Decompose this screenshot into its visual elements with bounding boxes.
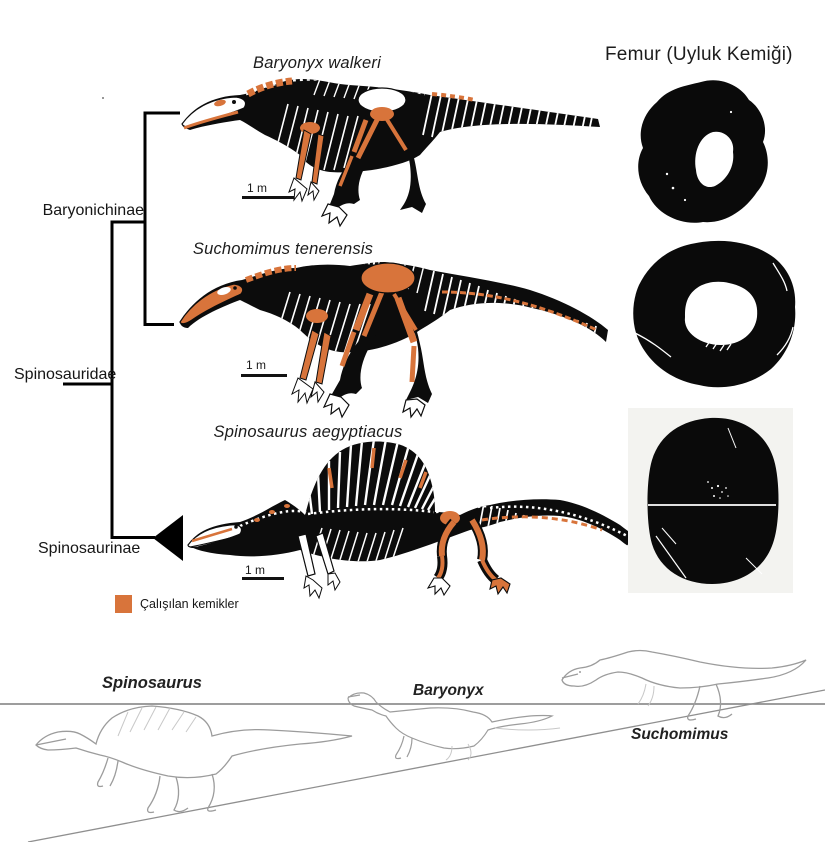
baryonyx-studied-bones	[246, 77, 476, 187]
suchomimus-near-leg	[331, 290, 383, 401]
suchomimus-skeleton-illustration	[179, 262, 608, 419]
suchomimus-ilium	[360, 262, 416, 294]
ground-slope-line	[27, 689, 825, 842]
baryonyx-near-foot	[320, 203, 348, 228]
size-comparison-panel	[0, 649, 825, 842]
femur-cross-section-suchomimus	[633, 240, 796, 388]
baryonyx-sketch	[347, 692, 561, 761]
suchomimus-eye	[233, 286, 237, 290]
spinosaurus-body-and-sail	[188, 441, 658, 562]
suchomimus-arm-1	[299, 329, 320, 381]
clade-label-baryonichinae: Baryonichinae	[42, 202, 144, 219]
scale-bar-2	[241, 374, 287, 377]
baryonyx-arm-2	[311, 133, 325, 185]
femur2-cracks	[634, 262, 794, 358]
species-title-suchomimus: Suchomimus tenerensis	[192, 240, 374, 258]
baryonyx-skull-patch	[214, 99, 226, 107]
spinosaurus-hind-legs	[433, 517, 500, 584]
sketch-label-spinosaurus: Spinosaurus	[102, 674, 202, 692]
baryonyx-arm-1	[295, 129, 312, 181]
scale-bar-1	[242, 196, 295, 199]
scale-bar-label-3: 1 m	[245, 563, 266, 577]
spinosaurus-jaw-line	[189, 535, 239, 548]
femur-cross-section-baryonyx	[638, 80, 768, 223]
suchomimus-near-foot	[322, 393, 350, 419]
suchomimus-skull-patch	[217, 287, 231, 295]
baryonyx-eye	[232, 100, 236, 104]
spinosaurus-sketch	[35, 705, 353, 814]
species-title-spinosaurus: Spinosaurus aegyptiacus	[213, 423, 403, 441]
suchomimus-body	[180, 262, 608, 353]
legend-label-studied-bones: Çalışılan kemikler	[140, 597, 239, 611]
suchomimus-arm-2	[315, 331, 332, 385]
baryonyx-jaw-highlight	[183, 110, 239, 130]
baryonyx-far-leg	[385, 116, 426, 213]
femur-section-title: Femur (Uyluk Kemiği)	[605, 44, 793, 65]
suchomimus-far-leg	[394, 292, 432, 403]
sketch-label-suchomimus: Suchomimus	[631, 726, 729, 743]
suchomimus-claws	[291, 377, 325, 405]
suchomimus-sketch	[561, 649, 807, 721]
suchomimus-far-foot	[402, 398, 426, 419]
suchomimus-studied-bones	[244, 265, 598, 383]
femur1-medullary-cavity	[695, 131, 734, 188]
spinosaurus-skull-stripe	[191, 527, 233, 543]
scale-bar-3	[242, 577, 284, 580]
sketch-label-baryonyx: Baryonyx	[413, 682, 484, 699]
femur3-bone	[647, 417, 779, 584]
femur-cross-section-spinosaurus	[628, 408, 793, 593]
spinosaurus-near-foot	[426, 577, 451, 597]
suchomimus-skull	[179, 283, 244, 325]
femur1-highlights	[665, 110, 733, 202]
femur2-medullary-cavity	[684, 281, 758, 345]
femur3-speckles	[707, 481, 729, 499]
stray-dot	[102, 97, 104, 99]
clade-label-spinosauridae: Spinosauridae	[14, 366, 117, 383]
clade-label-spinosaurinae: Spinosaurinae	[38, 540, 141, 557]
baryonyx-skeleton-illustration	[181, 77, 600, 228]
baryonyx-skull	[181, 96, 247, 128]
spinosaurus-studied-bones	[254, 447, 603, 532]
spinosaurus-forelimb-2	[315, 532, 335, 575]
baryonyx-claws	[288, 177, 320, 203]
legend-swatch-studied-bones	[115, 595, 132, 613]
spinosaurus-skeleton-illustration	[187, 441, 658, 600]
scale-bar-label-1: 1 m	[247, 181, 268, 195]
spinosaurus-forelimb-claws	[303, 572, 341, 600]
species-title-baryonyx: Baryonyx walkeri	[253, 54, 381, 72]
scale-bar-label-2: 1 m	[246, 358, 267, 372]
spinosaurus-far-foot	[489, 577, 511, 596]
collapsed-clade-triangle	[153, 515, 183, 561]
spinosaurus-forelimb-1	[297, 533, 316, 577]
femur3-cracks	[648, 427, 776, 579]
spinosaurus-eye	[234, 525, 238, 529]
